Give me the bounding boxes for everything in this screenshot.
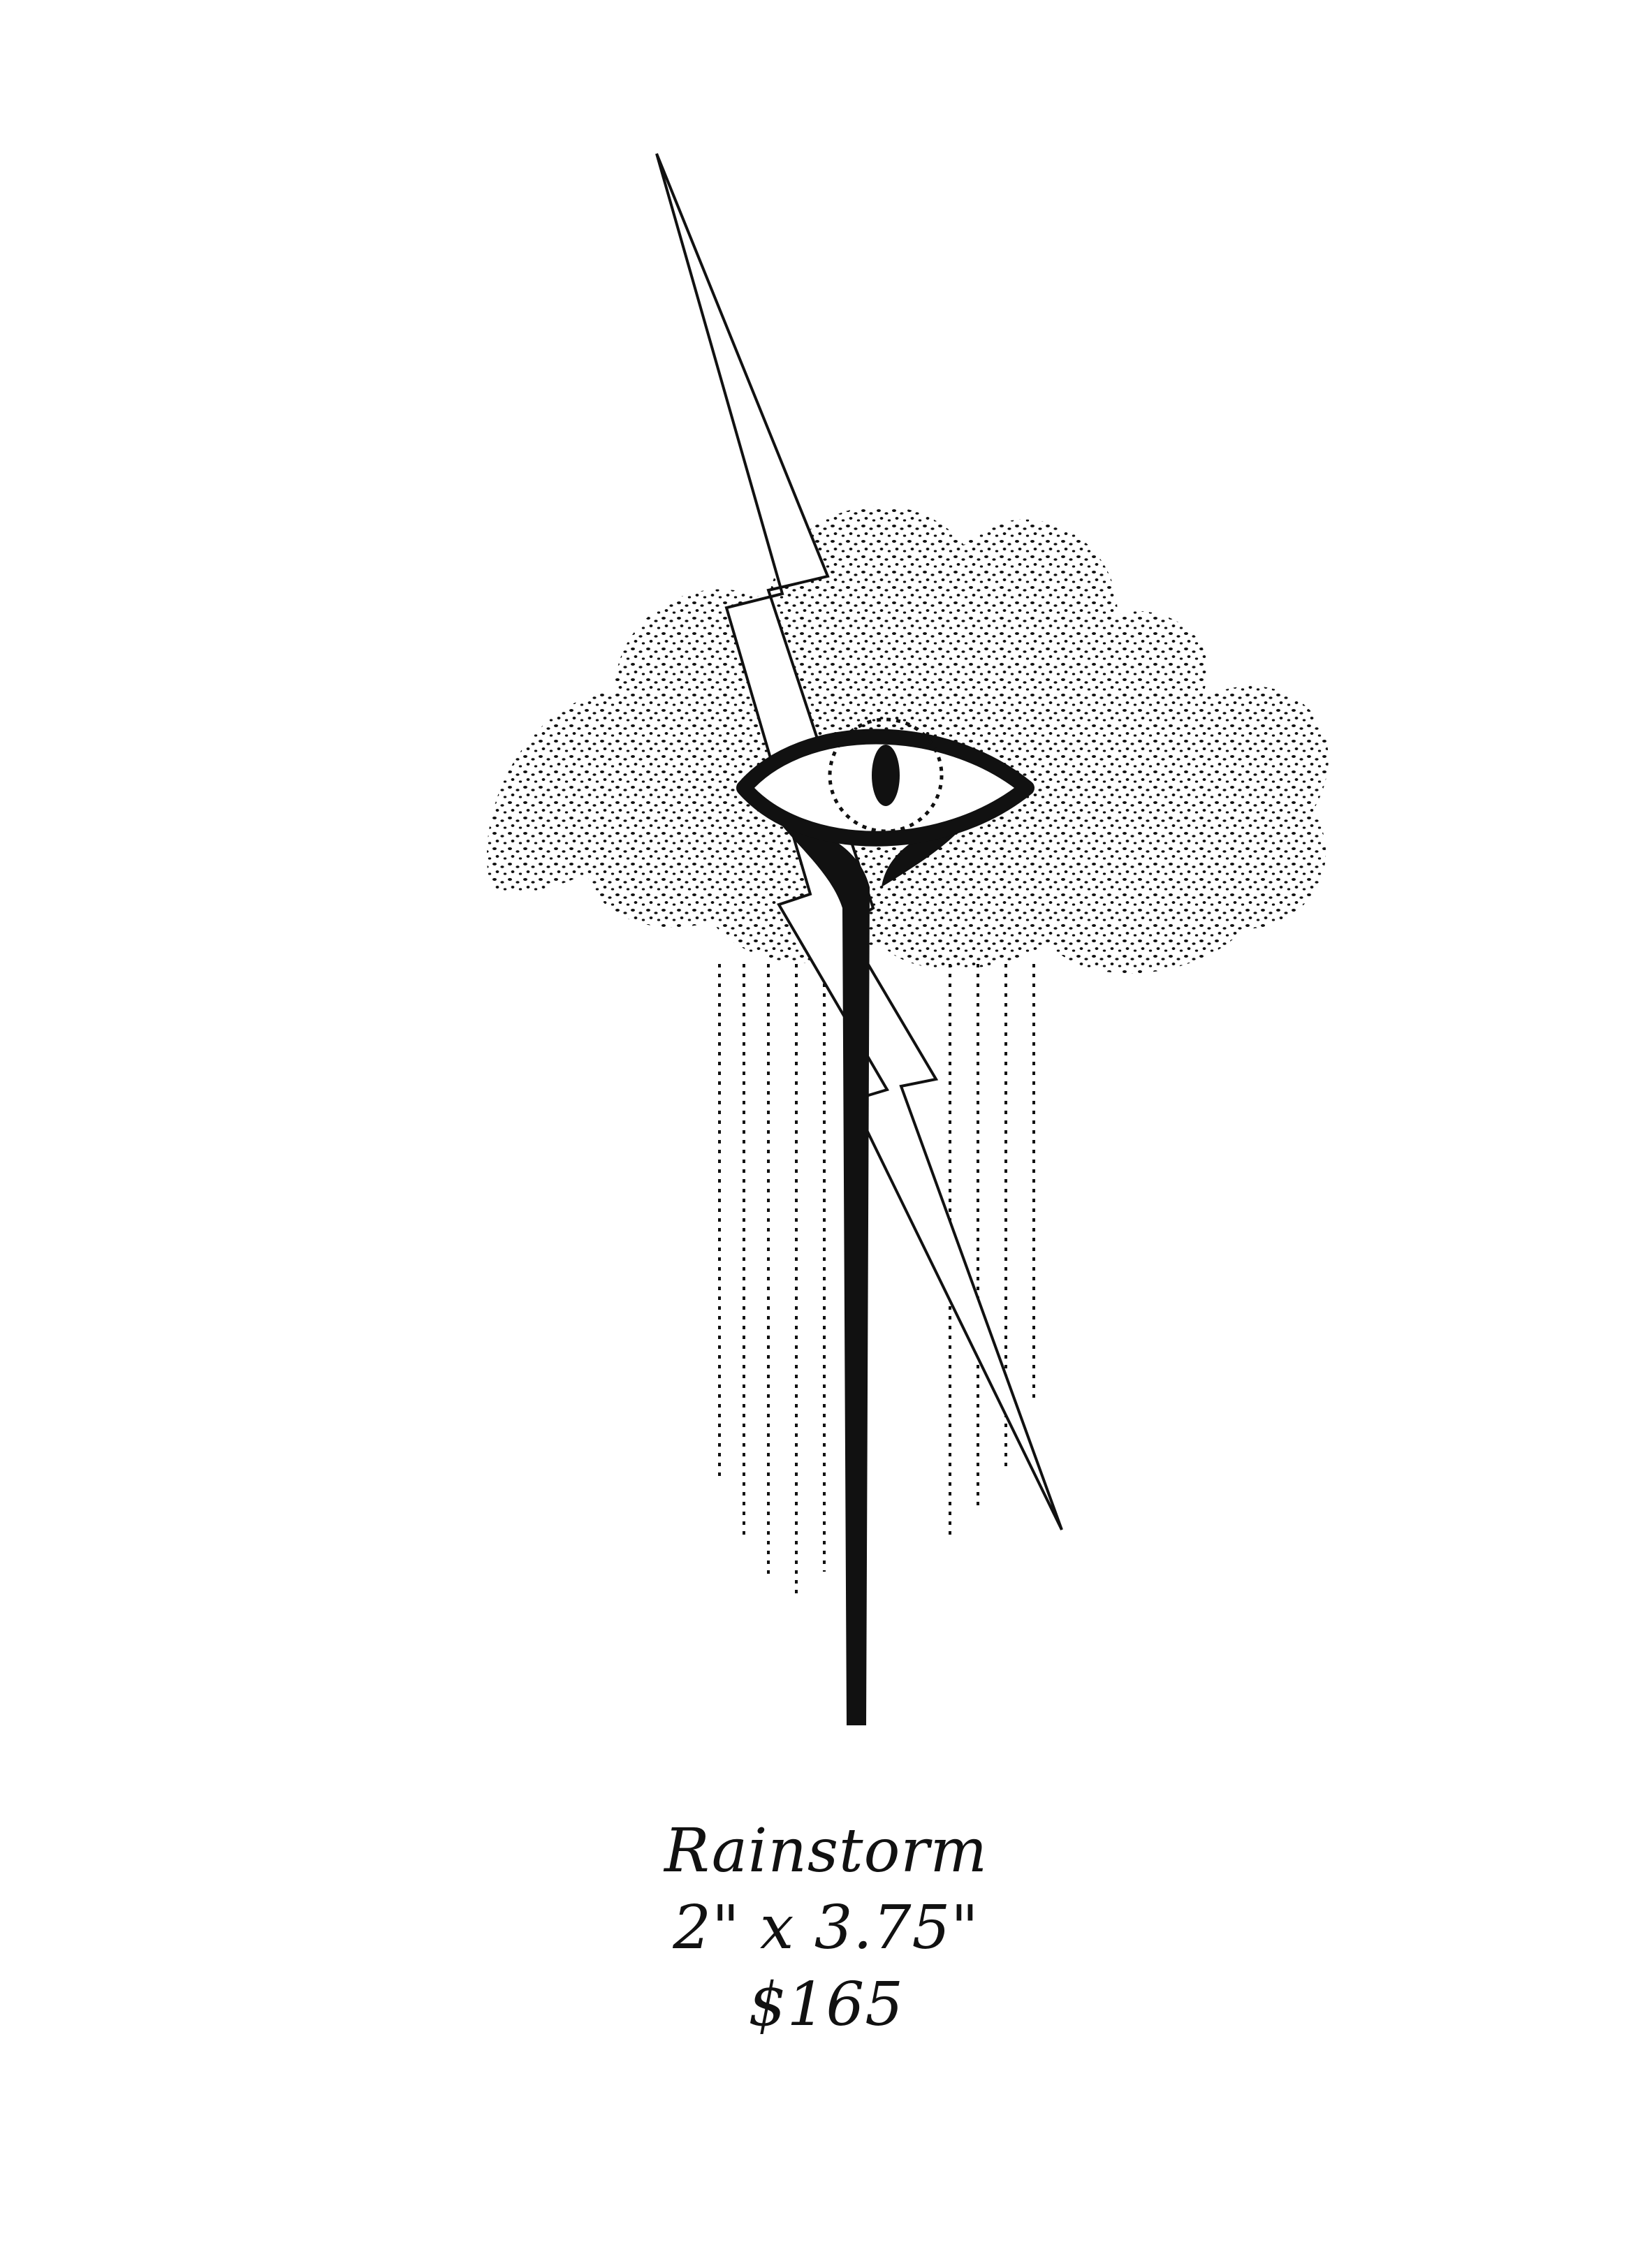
artwork-dimensions: 2" x 3.75" [673,1893,979,1963]
storm-cloud-eye-icon [486,153,1329,1725]
artwork-title: Rainstorm [664,1816,988,1886]
eye-icon [736,717,1035,847]
artwork-illustration [486,153,1329,1725]
lightning-bolt-icon [655,153,1063,1530]
artwork-price: $165 [748,1970,904,2040]
